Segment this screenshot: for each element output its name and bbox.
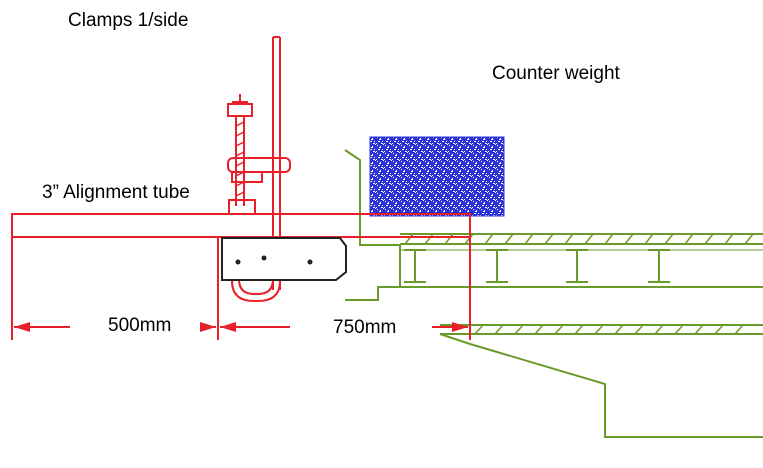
counter-weight-block xyxy=(369,136,505,217)
clamps-label: Clamps 1/side xyxy=(68,10,189,31)
counter-weight-label: Counter weight xyxy=(492,63,620,84)
dimension-750-label: 750mm xyxy=(330,318,400,337)
deck-girder xyxy=(344,149,763,438)
alignment-tube-label: 3” Alignment tube xyxy=(42,182,192,203)
bracket-plate xyxy=(221,237,347,281)
dimension-500-label: 500mm xyxy=(105,316,175,335)
dimension-lines xyxy=(11,237,471,340)
